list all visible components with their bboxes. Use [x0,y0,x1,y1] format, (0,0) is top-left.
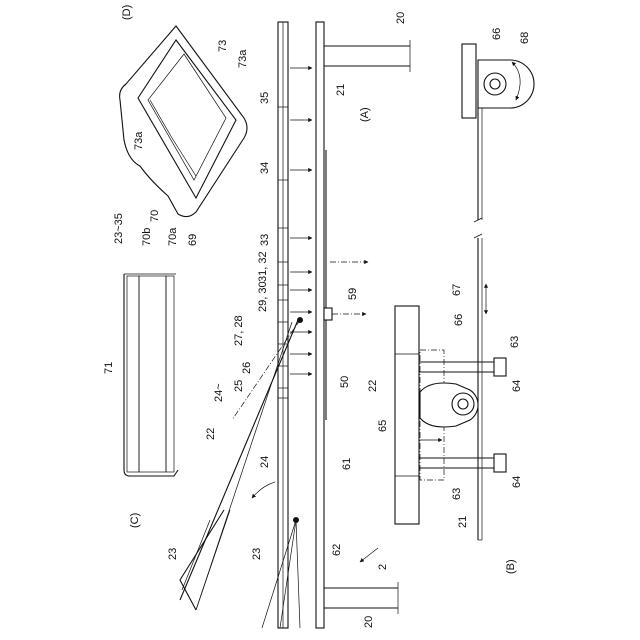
ref-70: 70 [149,210,161,222]
panel-d-drawing [120,26,247,217]
ref-59: 59 [347,288,359,300]
ref-67: 67 [451,284,463,296]
ref-62: 62 [331,544,343,556]
ref-23-a: 23 [167,548,179,560]
label-panel-d: (D) [121,5,133,20]
ref-20-top: 20 [395,12,407,24]
ref-70b: 70b [141,228,153,246]
ref-20-bottom: 20 [363,616,375,628]
panel-c-labels: 23~35 70b 70 70a 69 71 [103,210,199,374]
ref-25: 25 [233,380,245,392]
ref-24: 24 [259,456,271,468]
label-panel-c: (C) [129,513,141,528]
ref-21: 21 [335,84,347,96]
ref-73a-right: 73a [237,49,249,68]
ref-73a-left: 73a [133,131,145,150]
panel-b-drawing [395,44,534,540]
ref-34: 34 [259,162,271,174]
ref-50: 50 [339,376,351,388]
ref-21-b: 21 [457,516,469,528]
panel-a-drawing [180,22,410,628]
ref-70a: 70a [167,227,179,246]
panel-c-drawing [124,274,178,476]
ref-63-top: 63 [509,336,521,348]
ref-66-top: 66 [491,28,503,40]
ref-69: 69 [187,234,199,246]
ref-65: 65 [377,420,389,432]
ref-23-b: 23 [251,548,263,560]
ref-29-30: 29, 30 [257,281,269,312]
ref-23-35: 23~35 [113,213,125,244]
ref-73: 73 [217,40,229,52]
ref-61: 61 [341,458,353,470]
ref-22-a: 22 [205,428,217,440]
ref-33: 33 [259,234,271,246]
label-panel-b: (B) [505,559,517,574]
ref-22-b: 22 [367,380,379,392]
ref-2: 2 [377,564,389,570]
ref-35: 35 [259,92,271,104]
rail-21 [316,22,324,628]
ref-64-bottom: 64 [511,476,523,488]
ref-24-range: 24~ [213,383,225,402]
ref-63-bottom: 63 [451,488,463,500]
ref-27-28: 27, 28 [233,315,245,346]
panel-a-labels: 20 21 35 34 33 31, 32 29, 30 27, 28 26 2… [167,12,407,628]
ref-71: 71 [103,362,115,374]
ref-64-top: 64 [511,380,523,392]
ref-26: 26 [241,362,253,374]
label-panel-a: (A) [359,107,371,122]
ref-31-32: 31, 32 [257,251,269,282]
ref-68: 68 [519,32,531,44]
ref-66-b: 66 [453,314,465,326]
